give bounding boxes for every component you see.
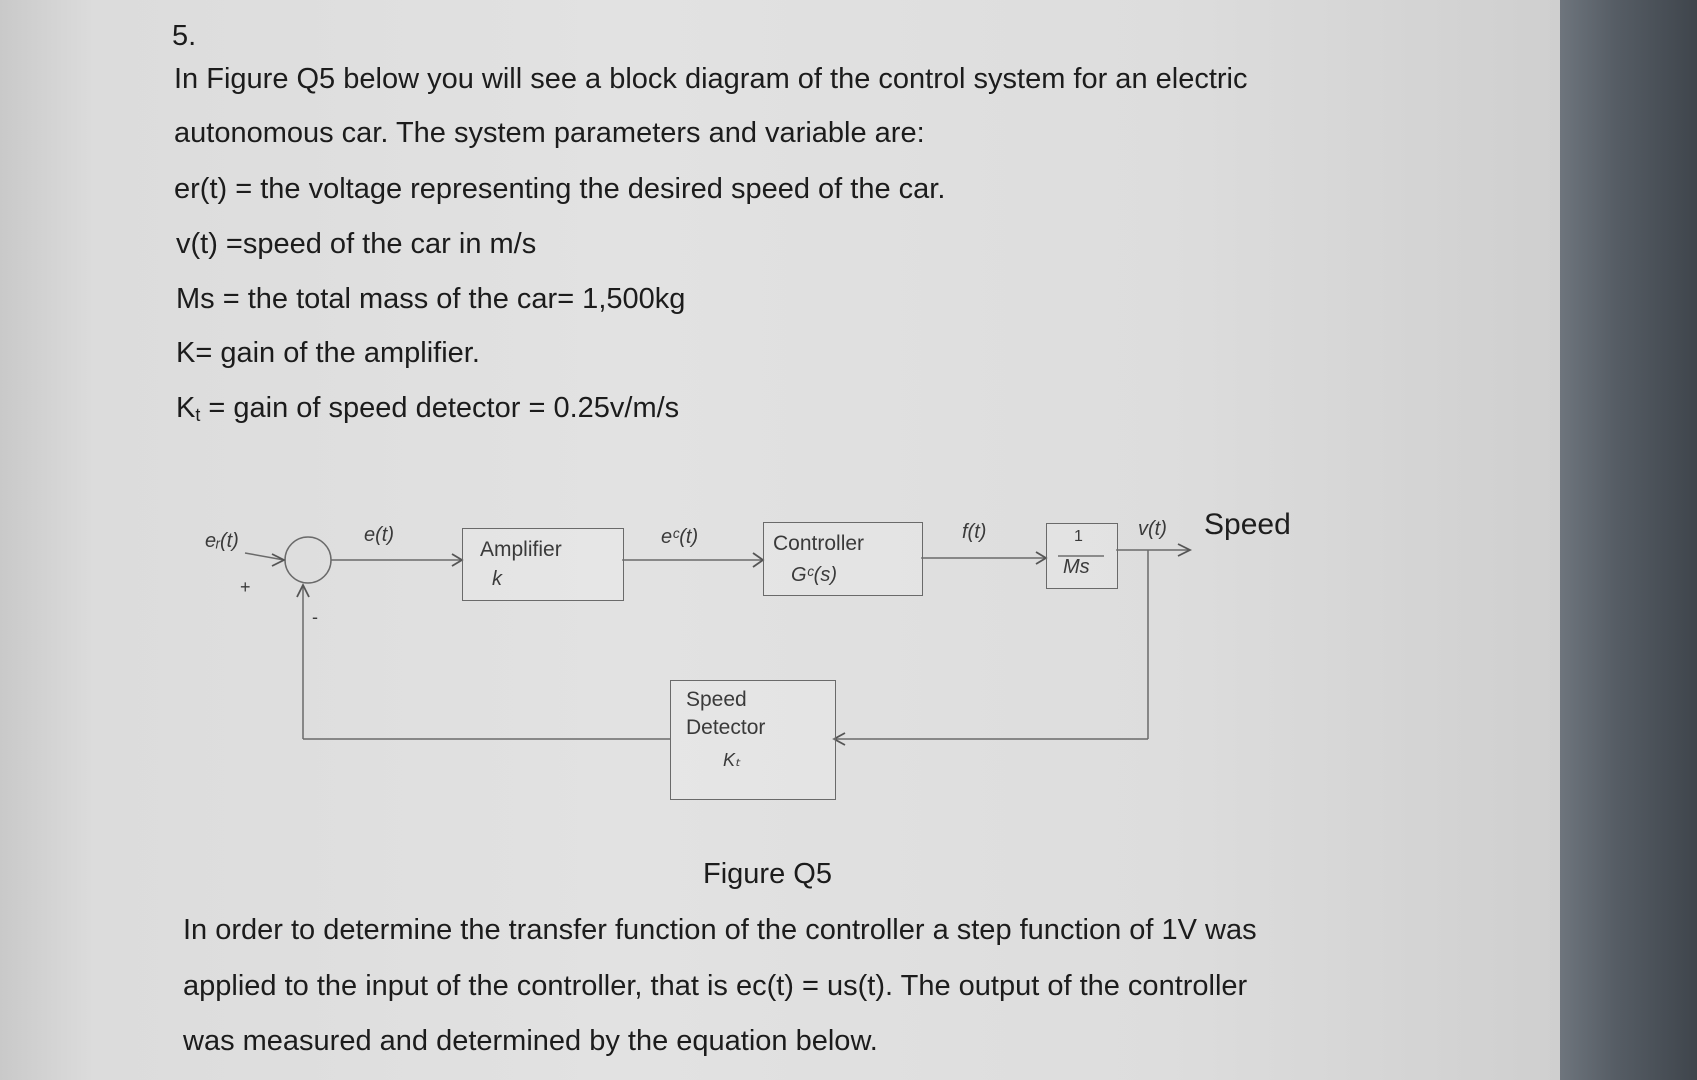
plant-block: [1046, 523, 1118, 589]
controller-input-label: eᶜ(t): [661, 526, 699, 548]
error-signal-label: e(t): [364, 524, 394, 546]
arrow-into-detector: [832, 732, 846, 746]
paper-sheet: [0, 0, 1560, 1080]
minus-sign: -: [312, 607, 318, 627]
body-line-1: In order to determine the transfer funct…: [183, 914, 1257, 946]
intro-line-1: In Figure Q5 below you will see a block …: [174, 63, 1248, 95]
input-signal-label: eᵣ(t): [205, 530, 239, 552]
param-er: er(t) = the voltage representing the des…: [174, 173, 946, 205]
controller-label: Controller: [773, 532, 865, 555]
speed-detector-block: [670, 680, 836, 800]
output-signal-label: v(t): [1138, 518, 1167, 540]
arrow-feedback-up: [296, 582, 310, 598]
plus-sign: +: [240, 577, 251, 597]
controller-tf: Gᶜ(s): [791, 564, 838, 586]
param-kt-rest: = gain of speed detector = 0.25v/m/s: [200, 392, 680, 424]
param-k: K= gain of the amplifier.: [176, 337, 480, 369]
amplifier-gain: k: [492, 568, 502, 590]
arrow-into-sum: [271, 553, 287, 567]
param-kt-subscript: t: [195, 405, 201, 425]
intro-line-2: autonomous car. The system parameters an…: [174, 117, 925, 149]
detector-gain: Kₜ: [723, 750, 741, 770]
detector-label-line1: Speed: [686, 688, 747, 711]
input-line: [244, 552, 285, 561]
body-line-2: applied to the input of the controller, …: [183, 970, 1248, 1002]
amplifier-label: Amplifier: [480, 538, 562, 561]
force-signal-label: f(t): [962, 521, 987, 543]
output-name: Speed: [1204, 508, 1291, 541]
monitor-bezel: [1560, 0, 1697, 1080]
plant-denominator: Ms: [1063, 556, 1090, 578]
param-ms: Ms = the total mass of the car= 1,500kg: [176, 283, 686, 315]
amplifier-block: [462, 528, 624, 601]
question-number: 5.: [172, 20, 197, 52]
body-line-3: was measured and determined by the equat…: [183, 1025, 878, 1057]
controller-block: [763, 522, 923, 596]
detector-label-line2: Detector: [686, 716, 766, 739]
figure-caption: Figure Q5: [703, 858, 832, 890]
plant-numerator: 1: [1074, 528, 1083, 545]
param-kt-prefix: K: [176, 392, 196, 424]
param-v: v(t) =speed of the car in m/s: [176, 228, 537, 260]
summing-junction: [284, 536, 332, 584]
param-kt: Kt = gain of speed detector = 0.25v/m/s: [176, 392, 679, 426]
arrow-output: [1177, 543, 1193, 557]
